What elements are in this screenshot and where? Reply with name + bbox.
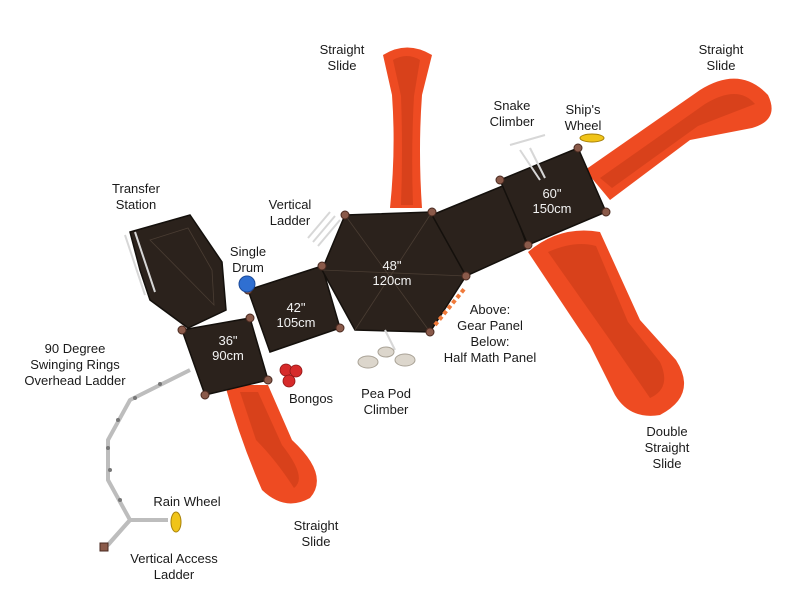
gear-panel <box>433 286 467 327</box>
vertical-ladder <box>307 211 341 247</box>
label-bongos: Bongos <box>288 391 334 406</box>
label-rain-wheel: Rain Wheel <box>153 494 221 509</box>
straight-slide-top <box>383 47 432 208</box>
deck-36: 36" 90cm <box>212 333 244 363</box>
deck-42: 42" 105cm <box>276 300 316 330</box>
deck-48: 48" 120cm <box>372 258 412 288</box>
rain-wheel <box>130 511 182 533</box>
label-vertical-ladder: Vertical Ladder <box>268 197 312 228</box>
label-straight-slide-top: Straight Slide <box>319 42 365 73</box>
transfer-station <box>124 214 227 329</box>
label-double-straight-slide: Double Straight Slide <box>644 424 690 471</box>
single-drum <box>238 275 256 293</box>
label-pea-pod-climber: Pea Pod Climber <box>361 386 411 417</box>
ships-wheel <box>579 133 605 143</box>
straight-slide-right <box>585 78 772 200</box>
label-single-drum: Single Drum <box>229 244 267 275</box>
label-straight-slide-bottom: Straight Slide <box>293 518 339 549</box>
label-transfer-station: Transfer Station <box>112 181 160 212</box>
pea-pod-climber <box>357 329 416 369</box>
deck-posts <box>177 143 611 400</box>
straight-slide-bottom <box>225 385 317 504</box>
deck-60: 60" 150cm <box>532 186 572 216</box>
label-straight-slide-right: Straight Slide <box>698 42 744 73</box>
bongos <box>279 363 303 388</box>
label-snake-climber: Snake Climber <box>489 98 535 129</box>
snake-climber <box>509 134 546 181</box>
label-ships-wheel: Ship's Wheel <box>564 102 602 133</box>
label-rings-ladder: 90 Degree Swinging Rings Overhead Ladder <box>24 341 126 388</box>
vertical-access-ladder <box>99 518 132 552</box>
label-vertical-access-ladder: Vertical Access Ladder <box>130 551 218 582</box>
double-straight-slide <box>528 230 685 416</box>
label-gear-panel: Above: Gear Panel Below: Half Math Panel <box>443 302 537 365</box>
